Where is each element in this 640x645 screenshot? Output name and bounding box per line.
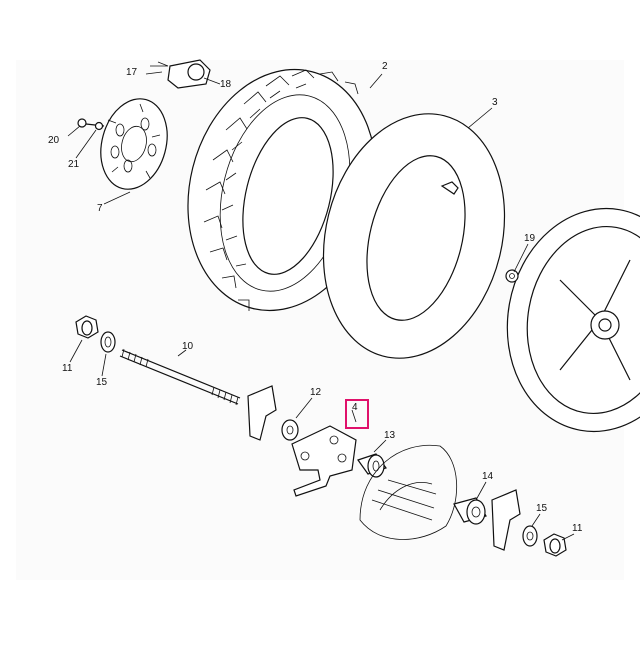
callout-20: 20 [48, 135, 60, 146]
axle-part-10 [75, 315, 241, 406]
callout-7: 7 [97, 203, 103, 214]
leader-lines [67, 71, 575, 541]
callout-13: 13 [384, 430, 396, 441]
callout-14: 14 [482, 471, 494, 482]
spacer-part-14 [453, 497, 487, 525]
callout-2: 2 [382, 61, 388, 72]
callout-12: 12 [310, 387, 322, 398]
callout-4: 4 [352, 402, 358, 413]
highlight-box-part-4 [345, 399, 369, 429]
adjuster-bracket [247, 385, 299, 441]
callout-11-right: 11 [572, 523, 583, 534]
speedo-drive-part-18 [150, 59, 211, 89]
wheel-rim [505, 207, 640, 433]
callout-15-left: 15 [96, 377, 108, 388]
callout-18: 18 [220, 79, 232, 90]
bracket-part-4 [291, 425, 357, 497]
callout-15-right: 15 [536, 503, 548, 514]
callout-21: 21 [68, 159, 80, 170]
callout-17: 17 [126, 67, 138, 78]
callout-19: 19 [524, 233, 536, 244]
brake-drum [359, 444, 457, 540]
right-adjuster-plate [491, 489, 567, 557]
brake-disc-part-7 [77, 98, 168, 190]
callout-10: 10 [182, 341, 194, 352]
spacer-part-13 [357, 453, 387, 478]
inner-tube-part-3 [322, 113, 506, 359]
callout-11-left: 11 [62, 363, 73, 374]
callout-3: 3 [492, 97, 498, 108]
